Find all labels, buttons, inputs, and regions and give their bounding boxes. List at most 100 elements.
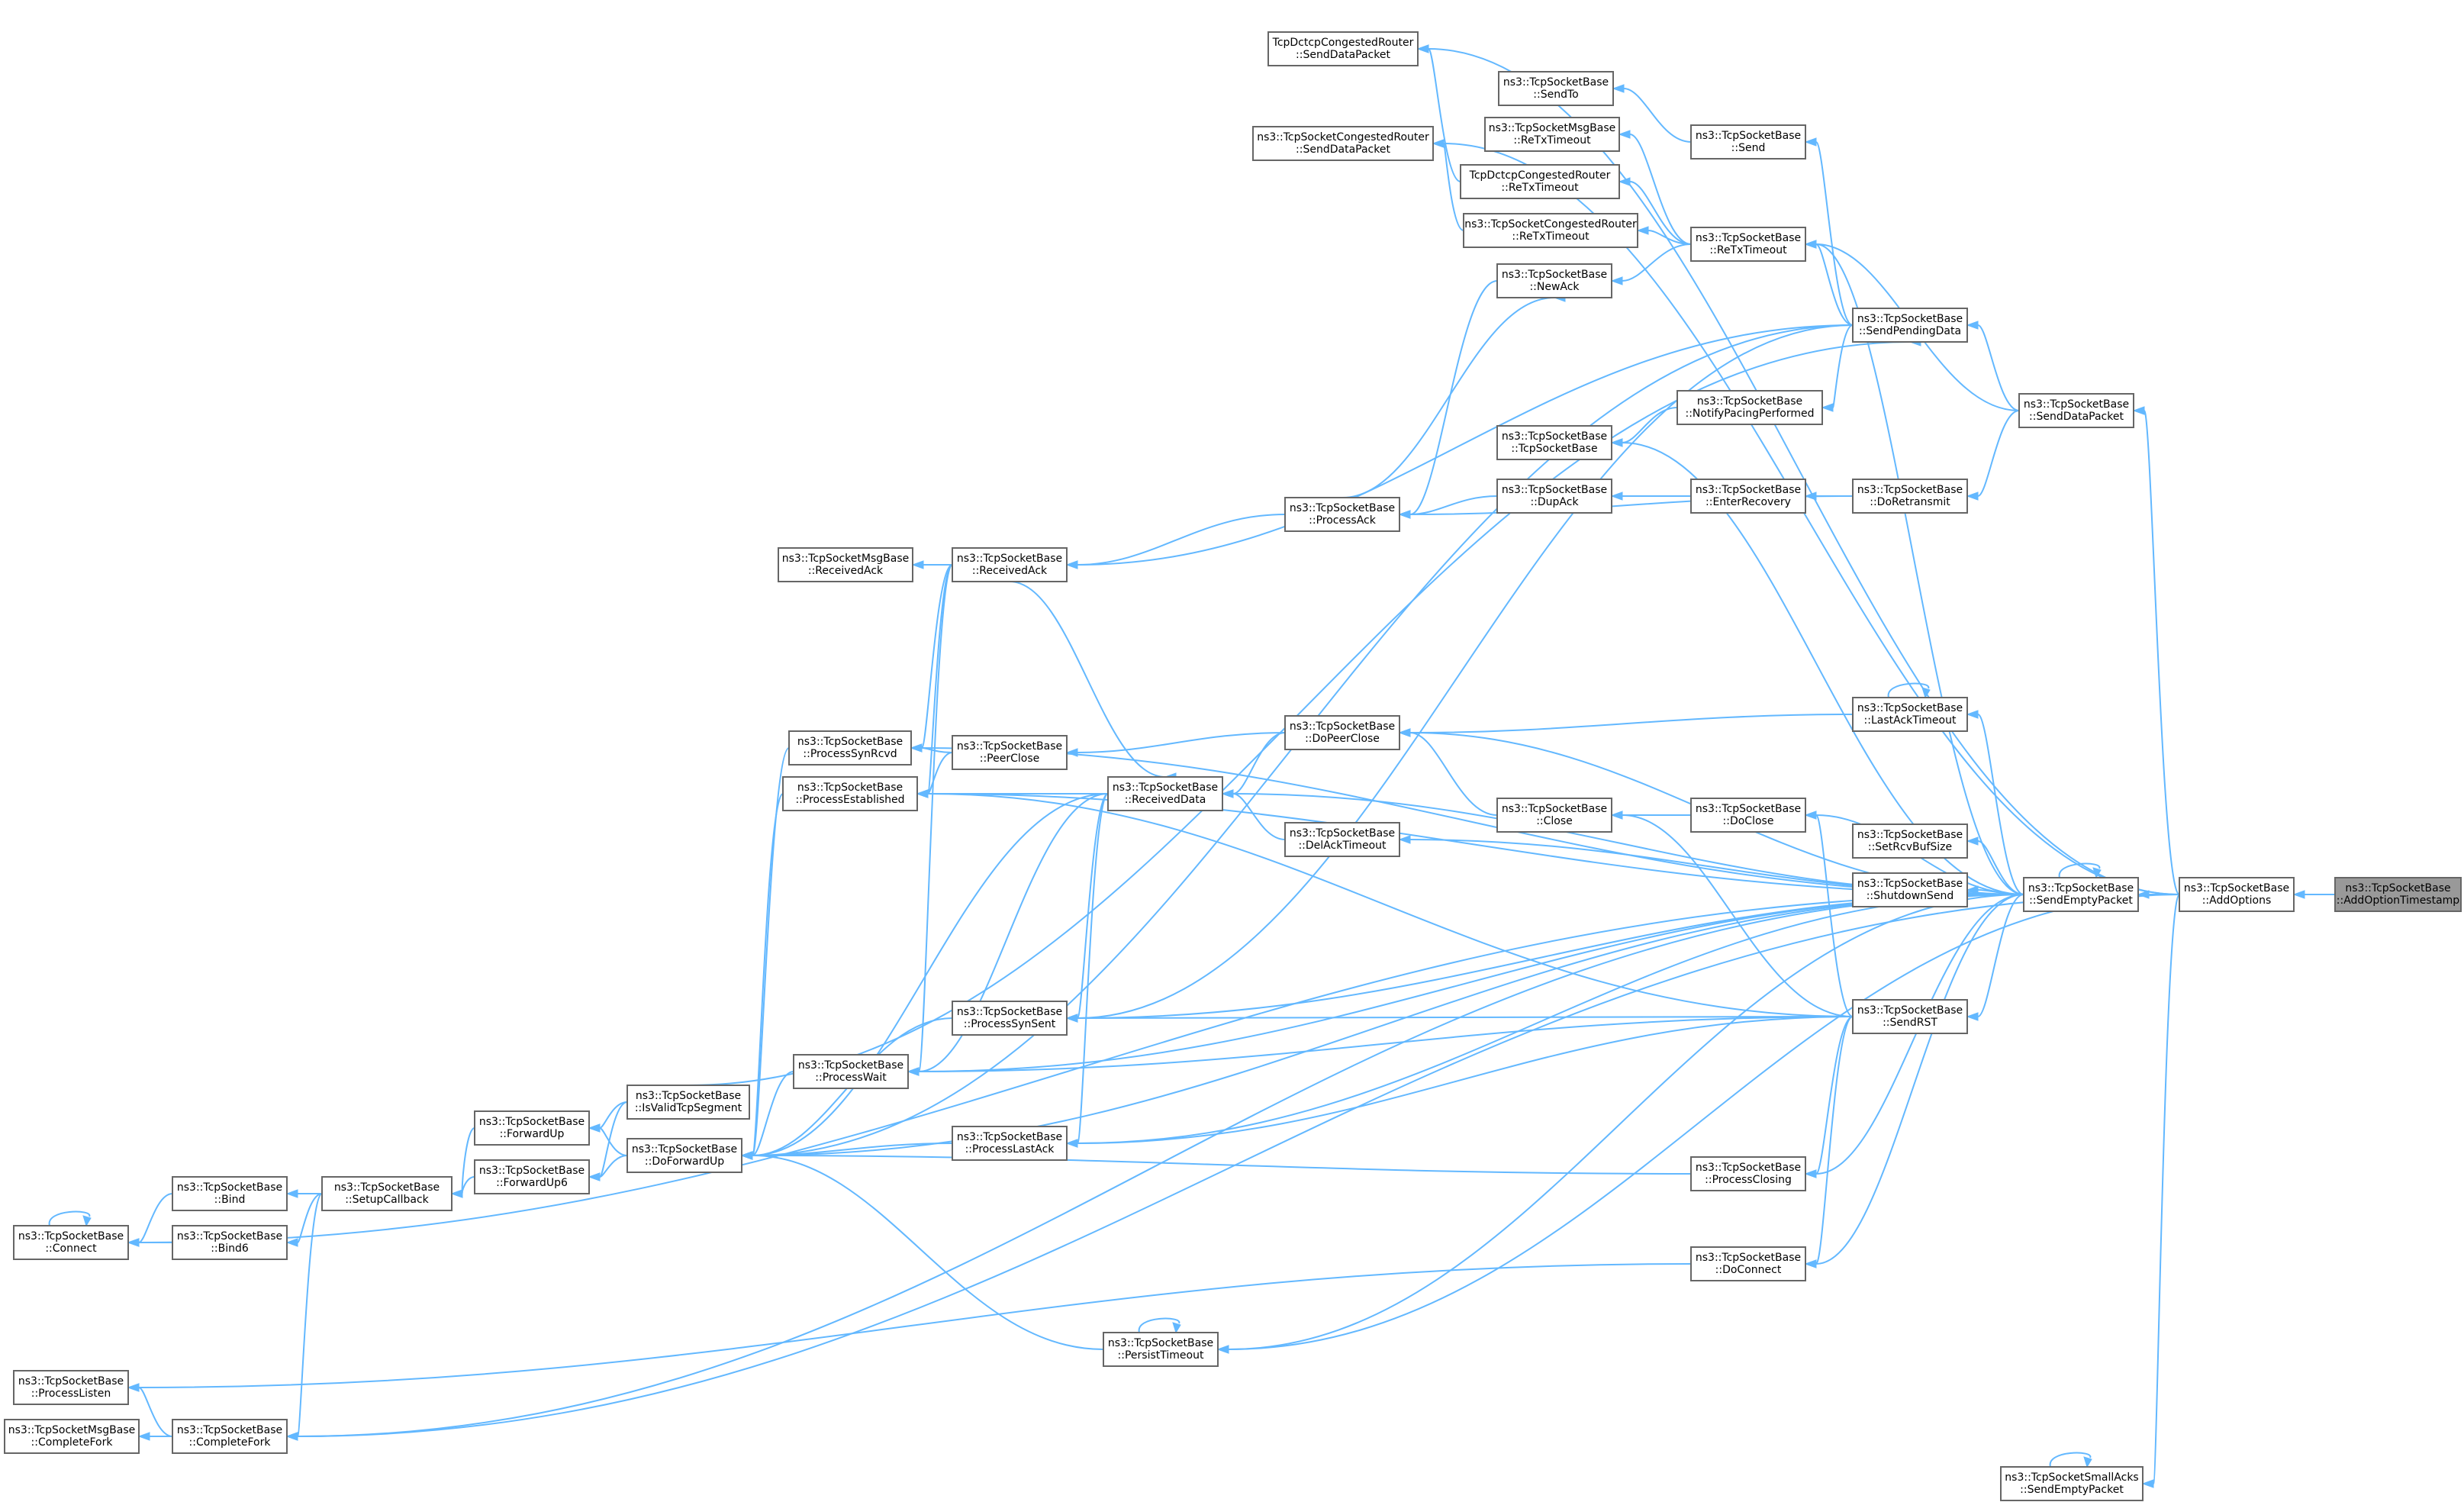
node-do-forward-up[interactable]: ns3::TcpSocketBase::DoForwardUp xyxy=(626,1138,742,1173)
node-box xyxy=(172,1225,288,1260)
edge-arrowhead xyxy=(740,1151,753,1160)
node-process-syn-rcvd[interactable]: ns3::TcpSocketBase::ProcessSynRcvd xyxy=(788,730,912,766)
node-do-peer-close[interactable]: ns3::TcpSocketBase::DoPeerClose xyxy=(1284,715,1400,750)
edge-line xyxy=(1622,243,1692,282)
node-send-empty-packet[interactable]: ns3::TcpSocketBase::SendEmptyPacket xyxy=(2023,877,2139,912)
node-congested-retx-timeout[interactable]: ns3::TcpSocketCongestedRouter::ReTxTimeo… xyxy=(1463,213,1638,248)
node-process-established[interactable]: ns3::TcpSocketBase::ProcessEstablished xyxy=(782,776,918,811)
node-received-data[interactable]: ns3::TcpSocketBase::ReceivedData xyxy=(1107,776,1223,811)
node-label-line-1: ns3::TcpSocketBase xyxy=(1696,232,1801,244)
node-label-line-1: ns3::TcpSocketMsgBase xyxy=(1489,122,1615,134)
node-setup-callback[interactable]: ns3::TcpSocketBase::SetupCallback xyxy=(321,1176,453,1211)
edge-send-pending-data-to-retx-timeout xyxy=(1804,240,1854,326)
node-dctcp-send-data[interactable]: TcpDctcpCongestedRouter::SendDataPacket xyxy=(1267,31,1419,66)
edge-line xyxy=(138,1387,173,1437)
node-is-valid-tcp-segment[interactable]: ns3::TcpSocketBase::IsValidTcpSegment xyxy=(626,1085,750,1120)
node-del-ack-timeout[interactable]: ns3::TcpSocketBase::DelAckTimeout xyxy=(1284,822,1400,857)
edge-line xyxy=(1977,714,2024,895)
edge-dctcp-retx-timeout-to-dctcp-send-data xyxy=(1416,44,1461,182)
edge-line xyxy=(48,1210,91,1226)
node-label-line-1: ns3::TcpSocketBase xyxy=(1290,720,1395,733)
node-forward-up[interactable]: ns3::TcpSocketBase::ForwardUp xyxy=(474,1110,590,1146)
node-process-closing[interactable]: ns3::TcpSocketBase::ProcessClosing xyxy=(1690,1156,1806,1191)
node-received-ack[interactable]: ns3::TcpSocketBase::ReceivedAck xyxy=(952,547,1068,582)
edge-line xyxy=(599,1127,628,1156)
edge-arrowhead xyxy=(2132,406,2145,415)
node-msg-received-ack[interactable]: ns3::TcpSocketMsgBase::ReceivedAck xyxy=(778,547,913,582)
edge-congested-retx-timeout-to-congested-send-data xyxy=(1432,139,1464,231)
edge-line xyxy=(752,1155,1104,1350)
edge-send-empty-packet-to-last-ack-timeout xyxy=(1966,710,2024,895)
node-complete-fork[interactable]: ns3::TcpSocketBase::CompleteFork xyxy=(172,1419,288,1454)
node-shutdown-send[interactable]: ns3::TcpSocketBase::ShutdownSend xyxy=(1852,872,1968,907)
node-process-listen[interactable]: ns3::TcpSocketBase::ProcessListen xyxy=(13,1370,129,1405)
node-label-line-1: ns3::TcpSocketBase xyxy=(334,1181,440,1194)
edge-line xyxy=(1077,793,1109,1019)
edge-line xyxy=(1077,1016,1854,1144)
edge-line xyxy=(2049,1452,2092,1468)
node-bind[interactable]: ns3::TcpSocketBase::Bind xyxy=(172,1176,288,1211)
edge-arrowhead xyxy=(2141,1479,2154,1488)
edge-line xyxy=(1228,894,2180,1350)
node-label-line-1: ns3::TcpSocketBase xyxy=(636,1090,741,1102)
node-congested-send-data[interactable]: ns3::TcpSocketCongestedRouter::SendDataP… xyxy=(1252,126,1434,161)
node-peer-close[interactable]: ns3::TcpSocketBase::PeerClose xyxy=(952,735,1068,770)
node-send-pending-data[interactable]: ns3::TcpSocketBase::SendPendingData xyxy=(1852,308,1968,343)
node-add-options[interactable]: ns3::TcpSocketBase::AddOptions xyxy=(2179,877,2295,912)
node-tcp-socket-base[interactable]: ns3::TcpSocketBase::TcpSocketBase xyxy=(1496,425,1612,460)
node-label-line-1: ns3::TcpSocketBase xyxy=(1696,1162,1801,1174)
node-close[interactable]: ns3::TcpSocketBase::Close xyxy=(1496,798,1612,833)
node-label-line-1: ns3::TcpSocketBase xyxy=(797,736,903,748)
node-process-ack[interactable]: ns3::TcpSocketBase::ProcessAck xyxy=(1284,497,1400,532)
node-send[interactable]: ns3::TcpSocketBase::Send xyxy=(1690,124,1806,160)
edge-line xyxy=(688,341,1911,1086)
node-send-to[interactable]: ns3::TcpSocketBase::SendTo xyxy=(1498,71,1614,106)
node-persist-timeout[interactable]: ns3::TcpSocketBase::PersistTimeout xyxy=(1103,1332,1219,1367)
node-label-line-2: ::Send xyxy=(1731,142,1766,154)
node-label-line-1: ns3::TcpSocketBase xyxy=(1290,827,1395,840)
node-label-line-1: ns3::TcpSocketBase xyxy=(957,740,1062,753)
node-set-rcv-buf-size[interactable]: ns3::TcpSocketBase::SetRcvBufSize xyxy=(1852,824,1968,859)
edge-retx-timeout-to-msg-retx-timeout xyxy=(1618,130,1692,245)
edge-arrowhead xyxy=(1612,84,1625,93)
node-label-line-1: ns3::TcpSocketBase xyxy=(1502,430,1607,443)
node-do-connect[interactable]: ns3::TcpSocketBase::DoConnect xyxy=(1690,1246,1806,1281)
node-last-ack-timeout[interactable]: ns3::TcpSocketBase::LastAckTimeout xyxy=(1852,697,1968,732)
edge-dup-ack-to-process-ack xyxy=(1398,495,1498,519)
node-box xyxy=(952,1001,1068,1036)
edge-retx-timeout-to-new-ack xyxy=(1610,243,1692,285)
node-msg-retx-timeout[interactable]: ns3::TcpSocketMsgBase::ReTxTimeout xyxy=(1484,117,1620,152)
edge-arrowhead xyxy=(1966,836,1979,846)
node-connect[interactable]: ns3::TcpSocketBase::Connect xyxy=(13,1225,129,1260)
edge-line xyxy=(1409,732,1498,816)
node-label-line-2: ::DoRetransmit xyxy=(1870,496,1950,508)
edge-line xyxy=(921,747,2024,895)
node-process-wait[interactable]: ns3::TcpSocketBase::ProcessWait xyxy=(793,1054,909,1089)
node-notify-pacing[interactable]: ns3::TcpSocketBase::NotifyPacingPerforme… xyxy=(1676,390,1823,425)
node-label-line-1: ns3::TcpSocketBase xyxy=(1696,484,1801,496)
node-box xyxy=(1498,71,1614,106)
node-label-line-2: ::Close xyxy=(1536,815,1573,827)
node-send-data-packet[interactable]: ns3::TcpSocketBase::SendDataPacket xyxy=(2018,393,2134,428)
edge-arrowhead xyxy=(1416,44,1429,53)
node-do-retransmit[interactable]: ns3::TcpSocketBase::DoRetransmit xyxy=(1852,479,1968,514)
node-box xyxy=(1496,479,1612,514)
edge-do-close-to-close xyxy=(1610,811,1692,820)
node-enter-recovery[interactable]: ns3::TcpSocketBase::EnterRecovery xyxy=(1690,479,1806,514)
node-process-last-ack[interactable]: ns3::TcpSocketBase::ProcessLastAck xyxy=(952,1126,1068,1161)
node-label-line-1: ns3::TcpSocketBase xyxy=(1857,829,1963,841)
node-bind6[interactable]: ns3::TcpSocketBase::Bind6 xyxy=(172,1225,288,1260)
node-retx-timeout[interactable]: ns3::TcpSocketBase::ReTxTimeout xyxy=(1690,227,1806,262)
node-msg-complete-fork[interactable]: ns3::TcpSocketMsgBase::CompleteFork xyxy=(4,1419,140,1454)
node-forward-up6[interactable]: ns3::TcpSocketBase::ForwardUp6 xyxy=(474,1159,590,1194)
node-process-syn-sent[interactable]: ns3::TcpSocketBase::ProcessSynSent xyxy=(952,1001,1068,1036)
node-dctcp-retx-timeout[interactable]: TcpDctcpCongestedRouter::ReTxTimeout xyxy=(1460,164,1620,199)
node-small-acks-send-empty[interactable]: ns3::TcpSocketSmallAcks::SendEmptyPacket xyxy=(2000,1466,2144,1501)
node-send-rst[interactable]: ns3::TcpSocketBase::SendRST xyxy=(1852,999,1968,1034)
node-add-option-timestamp[interactable]: ns3::TcpSocketBase::AddOptionTimestamp xyxy=(2334,877,2462,912)
node-new-ack[interactable]: ns3::TcpSocketBase::NewAck xyxy=(1496,263,1612,298)
node-label-line-2: ::ProcessClosing xyxy=(1705,1174,1792,1186)
edge-arrowhead xyxy=(1610,811,1623,820)
node-dup-ack[interactable]: ns3::TcpSocketBase::DupAck xyxy=(1496,479,1612,514)
node-do-close[interactable]: ns3::TcpSocketBase::DoClose xyxy=(1690,798,1806,833)
